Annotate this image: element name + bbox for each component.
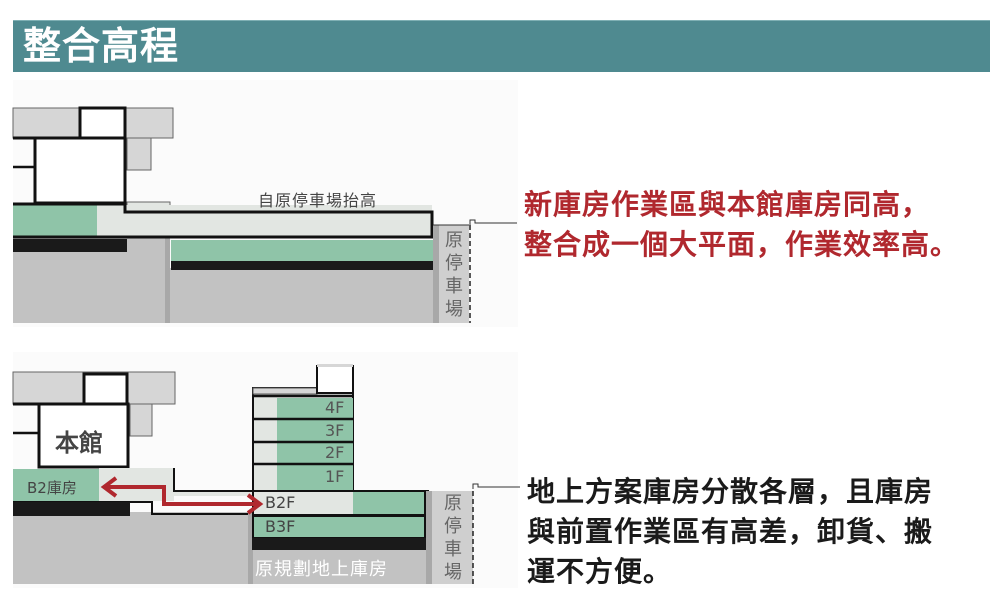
ground-left [13, 238, 165, 323]
ground-left [13, 512, 248, 584]
page-title: 整合高程 [23, 24, 180, 68]
floor-label-3f: 3F [325, 421, 345, 440]
label-original-plan: 原規劃地上庫房 [255, 559, 388, 580]
label-parking-top: 原 停 車 場 [445, 230, 463, 320]
new-storage-floor [171, 240, 433, 262]
title-bar: 整合高程 [13, 20, 990, 72]
floor-label-b2f: B2F [265, 493, 296, 512]
building-step-block [126, 137, 152, 171]
floor-label-1f: 1F [325, 467, 345, 486]
label-parking-bottom: 原 停 車 場 [444, 493, 462, 583]
ground-right [170, 268, 433, 323]
original-plan-base [253, 550, 426, 584]
b2-storage-top [13, 205, 97, 237]
caption-bottom: 地上方案庫房分散各層，且庫房 與前置作業區有高差，卸貨、搬 運不方便。 [527, 475, 934, 588]
building-main-room [33, 136, 127, 205]
top-section-diagram [12, 106, 517, 323]
raised-work-area [97, 205, 432, 237]
bottom-section-diagram [12, 364, 520, 584]
label-raised-from-parking: 自原停車場抬高 [258, 191, 378, 210]
slab [171, 261, 433, 270]
floor-label-b3f: B3F [265, 517, 296, 536]
slab [13, 239, 127, 252]
main-building [37, 402, 130, 469]
double-arrow-icon [100, 476, 264, 515]
parking-column [432, 491, 473, 584]
label-b2-storage: B2庫房 [27, 479, 77, 497]
parking-column [439, 225, 469, 323]
b2-storage [13, 469, 99, 501]
label-main-building: 本館 [55, 429, 103, 457]
building-room [78, 106, 127, 140]
caption-top: 新庫房作業區與本館庫房同高， 整合成一個大平面，作業效率高。 [524, 188, 960, 261]
floor-label-2f: 2F [325, 443, 345, 462]
retaining-wall [165, 238, 170, 323]
floor-label-4f: 4F [325, 398, 345, 417]
